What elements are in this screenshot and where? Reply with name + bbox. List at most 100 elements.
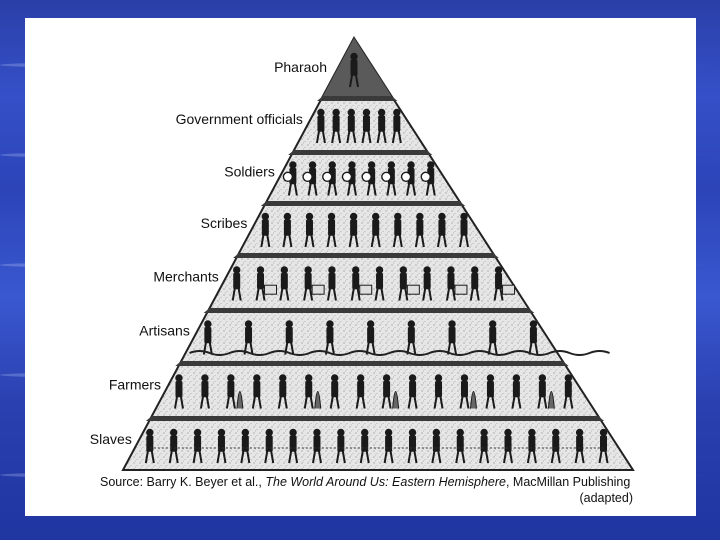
standing-official-icon (361, 108, 372, 144)
tier-divider (316, 96, 398, 101)
farmer-with-crops-icon (303, 374, 322, 409)
merchant-with-goods-icon (279, 266, 290, 301)
soldier-with-shield-icon (420, 161, 436, 196)
soldier-with-shield-icon (322, 161, 338, 196)
tier-pharaoh (322, 38, 392, 96)
seated-scribe-icon (282, 212, 293, 248)
chained-slave-icon (168, 428, 179, 464)
chained-slave-icon (598, 428, 609, 464)
source-adapted-note: (adapted) (579, 491, 633, 505)
artisan-at-work-icon (324, 320, 335, 355)
chained-slave-icon (335, 428, 346, 464)
tier-divider (203, 308, 535, 313)
tier-label-merchants: Merchants (153, 269, 218, 285)
farmer-with-crops-icon (355, 374, 366, 409)
tier-artisans (189, 308, 610, 356)
chained-slave-icon (359, 428, 370, 464)
merchant-with-goods-icon (493, 266, 516, 301)
merchant-with-goods-icon (231, 266, 242, 301)
source-suffix: , MacMillan Publishing (506, 475, 630, 489)
artisan-at-work-icon (365, 320, 376, 355)
artisan-at-work-icon (406, 320, 417, 355)
chained-slave-icon (574, 428, 585, 464)
tier-label-soldiers: Soldiers (224, 164, 275, 180)
chained-slave-icon (383, 428, 394, 464)
tier-divider (233, 253, 499, 258)
tier-divider (145, 416, 605, 421)
farmer-with-crops-icon (381, 374, 400, 409)
standing-official-icon (391, 108, 402, 144)
farmer-with-crops-icon (251, 374, 262, 409)
river-waves (189, 350, 610, 356)
farmer-with-crops-icon (537, 374, 555, 409)
farmer-with-crops-icon (225, 374, 244, 409)
merchant-with-goods-icon (374, 266, 385, 301)
tier-label-slaves: Slaves (90, 431, 132, 447)
chained-slave-icon (431, 428, 442, 464)
chained-slave-icon (479, 428, 490, 464)
farmer-with-crops-icon (329, 374, 340, 409)
farmer-with-crops-icon (173, 374, 184, 409)
tier-merchants (231, 253, 516, 301)
merchant-with-goods-icon (303, 266, 325, 301)
standing-official-icon (376, 108, 387, 144)
source-prefix: Source: Barry K. Beyer et al., (100, 475, 265, 489)
seated-scribe-icon (370, 212, 381, 248)
tier-scribes (260, 201, 469, 248)
chained-slave-icon (144, 428, 155, 464)
seated-scribe-icon (414, 212, 425, 248)
farmer-with-crops-icon (407, 374, 418, 409)
tier-government-officials (315, 96, 402, 144)
farmer-with-crops-icon (459, 374, 477, 409)
source-citation: Source: Barry K. Beyer et al., The World… (100, 475, 630, 489)
farmer-with-crops-icon (563, 374, 574, 409)
source-title: The World Around Us: Eastern Hemisphere (265, 475, 506, 489)
seated-scribe-icon (392, 212, 403, 248)
chained-slave-icon (526, 428, 537, 464)
seated-scribe-icon (436, 212, 447, 248)
farmer-with-crops-icon (277, 374, 288, 409)
chained-slave-icon (455, 428, 466, 464)
soldier-with-shield-icon (381, 161, 397, 196)
chained-slave-icon (550, 428, 561, 464)
tier-soldiers (282, 150, 436, 196)
standing-official-icon (346, 108, 357, 144)
farmer-with-crops-icon (511, 374, 522, 409)
seated-scribe-icon (260, 212, 271, 248)
tier-label-scribes: Scribes (201, 215, 248, 231)
chained-slave-icon (503, 428, 513, 464)
farmer-with-crops-icon (485, 374, 496, 409)
merchant-with-goods-icon (255, 266, 278, 301)
tier-divider (288, 150, 433, 155)
soldier-with-shield-icon (400, 161, 417, 196)
tier-label-pharaoh: Pharaoh (274, 59, 327, 75)
tier-divider (175, 361, 569, 366)
tier-farmers (173, 361, 574, 409)
farmer-with-crops-icon (199, 374, 210, 409)
tier-label-artisans: Artisans (139, 323, 190, 339)
tier-slaves (144, 416, 609, 464)
chained-slave-icon (216, 428, 227, 464)
artisan-at-work-icon (447, 320, 458, 355)
chained-slave-icon (264, 428, 275, 464)
seated-scribe-icon (459, 212, 469, 248)
soldier-with-shield-icon (341, 161, 357, 196)
artisan-at-work-icon (202, 320, 213, 355)
merchant-with-goods-icon (398, 266, 420, 301)
chained-slave-icon (240, 428, 251, 464)
seated-scribe-icon (326, 212, 337, 248)
soldier-with-shield-icon (302, 161, 318, 196)
soldier-with-shield-icon (361, 161, 377, 196)
chained-slave-icon (192, 428, 203, 464)
merchant-with-goods-icon (326, 266, 337, 301)
seated-scribe-icon (304, 212, 315, 248)
standing-official-icon (315, 108, 326, 144)
seated-pharaoh-icon (349, 52, 359, 88)
standing-official-icon (331, 108, 342, 144)
merchant-with-goods-icon (469, 266, 480, 301)
merchant-with-goods-icon (350, 266, 373, 301)
chained-slave-icon (288, 428, 299, 464)
merchant-with-goods-icon (422, 266, 433, 301)
soldier-with-shield-icon (282, 161, 298, 196)
